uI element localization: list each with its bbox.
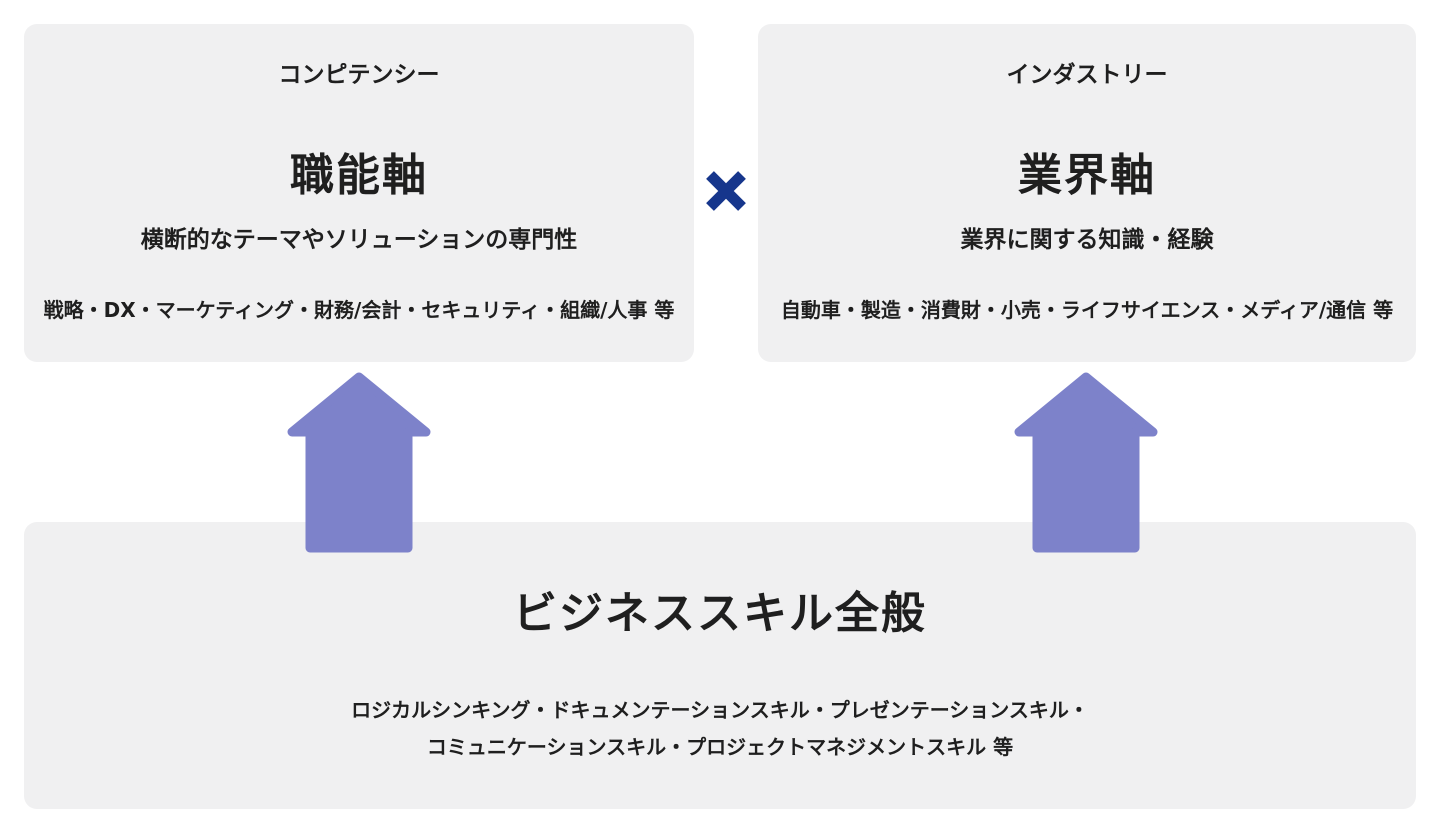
industry-examples: 自動車・製造・消費財・小売・ライフサイエンス・メディア/通信 等 [780,298,1394,322]
competency-title: 職能軸 [290,150,428,201]
business-skills-card: ビジネススキル全般 ロジカルシンキング・ドキュメンテーションスキル・プレゼンテー… [24,522,1416,809]
industry-subtitle: 業界に関する知識・経験 [960,227,1214,253]
arrow-up-icon [287,372,431,553]
arrow-up-icon [1014,372,1158,553]
competency-examples: 戦略・DX・マーケティング・財務/会計・セキュリティ・組織/人事 等 [43,298,675,322]
competency-card: コンピテンシー 職能軸 横断的なテーマやソリューションの専門性 戦略・DX・マー… [24,24,694,362]
competency-subtitle: 横断的なテーマやソリューションの専門性 [140,227,578,253]
multiply-icon [706,171,746,211]
industry-title: 業界軸 [1018,150,1156,201]
competency-category-label: コンピテンシー [278,62,440,88]
industry-category-label: インダストリー [1006,62,1168,88]
business-skills-examples: ロジカルシンキング・ドキュメンテーションスキル・プレゼンテーションスキル・ コミ… [24,692,1416,766]
business-skills-examples-line2: コミュニケーションスキル・プロジェクトマネジメントスキル 等 [426,735,1014,759]
business-skills-examples-line1: ロジカルシンキング・ドキュメンテーションスキル・プレゼンテーションスキル・ [351,698,1089,722]
industry-card: インダストリー 業界軸 業界に関する知識・経験 自動車・製造・消費財・小売・ライ… [758,24,1416,362]
business-skills-title: ビジネススキル全般 [513,588,927,639]
